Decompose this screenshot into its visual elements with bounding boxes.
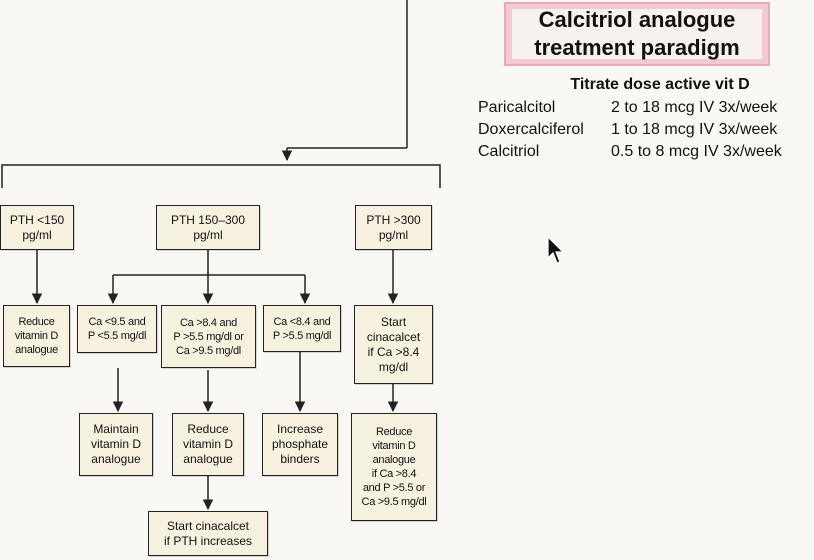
drug-name: Calcitriol [478,143,540,160]
node-ca-high: Ca >8.4 and P >5.5 mg/dl or Ca >9.5 mg/d… [161,305,256,368]
mouse-cursor-icon [547,236,565,264]
node-text: analogue [15,344,58,356]
node-text: Reduce [18,316,55,328]
bracket [1,164,441,188]
node-increase-binders: Increase phosphate binders [262,413,338,476]
node-ca-low: Ca <9.5 and P <5.5 mg/dl [77,305,157,353]
node-text: Ca >8.4 and [180,316,237,329]
title-box: Calcitriol analogue treatment paradigm [504,2,770,66]
node-pth-mid: PTH 150–300 pg/ml [156,205,260,250]
node-text: Ca <9.5 and [88,316,146,328]
node-reduce-right: Reduce vitamin D analogue if Ca >8.4 and… [351,413,437,521]
dosing-heading: Titrate dose active vit D [570,76,750,93]
drug-dose: 1 to 18 mcg IV 3x/week [611,121,778,138]
node-text: vitamin D [372,440,416,452]
node-pth-low: PTH <150 pg/ml [0,205,74,250]
drug-dose: 0.5 to 8 mcg IV 3x/week [611,143,782,160]
node-reduce-left: Reduce vitamin D analogue [3,305,70,367]
node-text: P <5.5 mg/dl [87,330,147,342]
node-text: pg/ml [378,227,409,242]
node-text: Increase [276,422,324,436]
node-start-cinacalcet: Start cinacalcet if Ca >8.4 mg/dl [354,305,433,384]
title-line-1: Calcitriol analogue [538,7,736,32]
node-text: Start cinacalcet [166,518,250,533]
node-text: if Ca >8.4 [367,344,420,359]
node-text: cinacalcet [366,329,421,344]
node-text: analogue [183,452,233,466]
node-text: Ca >9.5 mg/dl [176,344,241,357]
node-text: Ca <8.4 and [273,315,331,328]
drug-dose: 2 to 18 mcg IV 3x/week [611,99,778,116]
node-text: Maintain [93,422,139,436]
node-text: if PTH increases [163,533,253,548]
node-text: vitamin D [90,437,141,451]
title-line-2: treatment paradigm [534,35,740,60]
node-text: P >5.5 mg/dl [272,329,332,342]
node-text: pg/ml [193,227,223,242]
node-text: PTH 150–300 [170,212,246,227]
node-reduce-mid: Reduce vitamin D analogue [172,413,244,476]
node-text: phosphate [271,437,329,451]
drug-name: Paricalcitol [478,99,556,116]
node-text: Start [380,314,407,329]
node-text: analogue [372,454,416,466]
node-text: pg/ml [22,227,52,242]
node-cinacalcet-pth: Start cinacalcet if PTH increases [148,511,268,556]
node-text: PTH >300 [366,212,421,227]
node-text: analogue [91,452,141,466]
drug-name: Doxercalciferol [478,121,584,138]
node-text: Reduce [375,426,413,438]
node-ca-low-p-high: Ca <8.4 and P >5.5 mg/dl [263,305,341,352]
node-text: if Ca >8.4 [371,468,417,480]
node-text: binders [280,452,320,466]
node-text: Reduce [187,422,229,436]
node-pth-high: PTH >300 pg/ml [355,205,432,250]
node-text: Ca >9.5 mg/dl [361,496,427,508]
node-text: vitamin D [182,437,233,451]
node-text: mg/dl [378,359,409,374]
node-text: P >5.5 mg/dl or [173,330,244,343]
node-text: vitamin D [14,330,59,342]
node-maintain: Maintain vitamin D analogue [79,413,153,476]
node-text: and P >5.5 or [362,482,426,494]
node-text: PTH <150 [9,212,65,227]
